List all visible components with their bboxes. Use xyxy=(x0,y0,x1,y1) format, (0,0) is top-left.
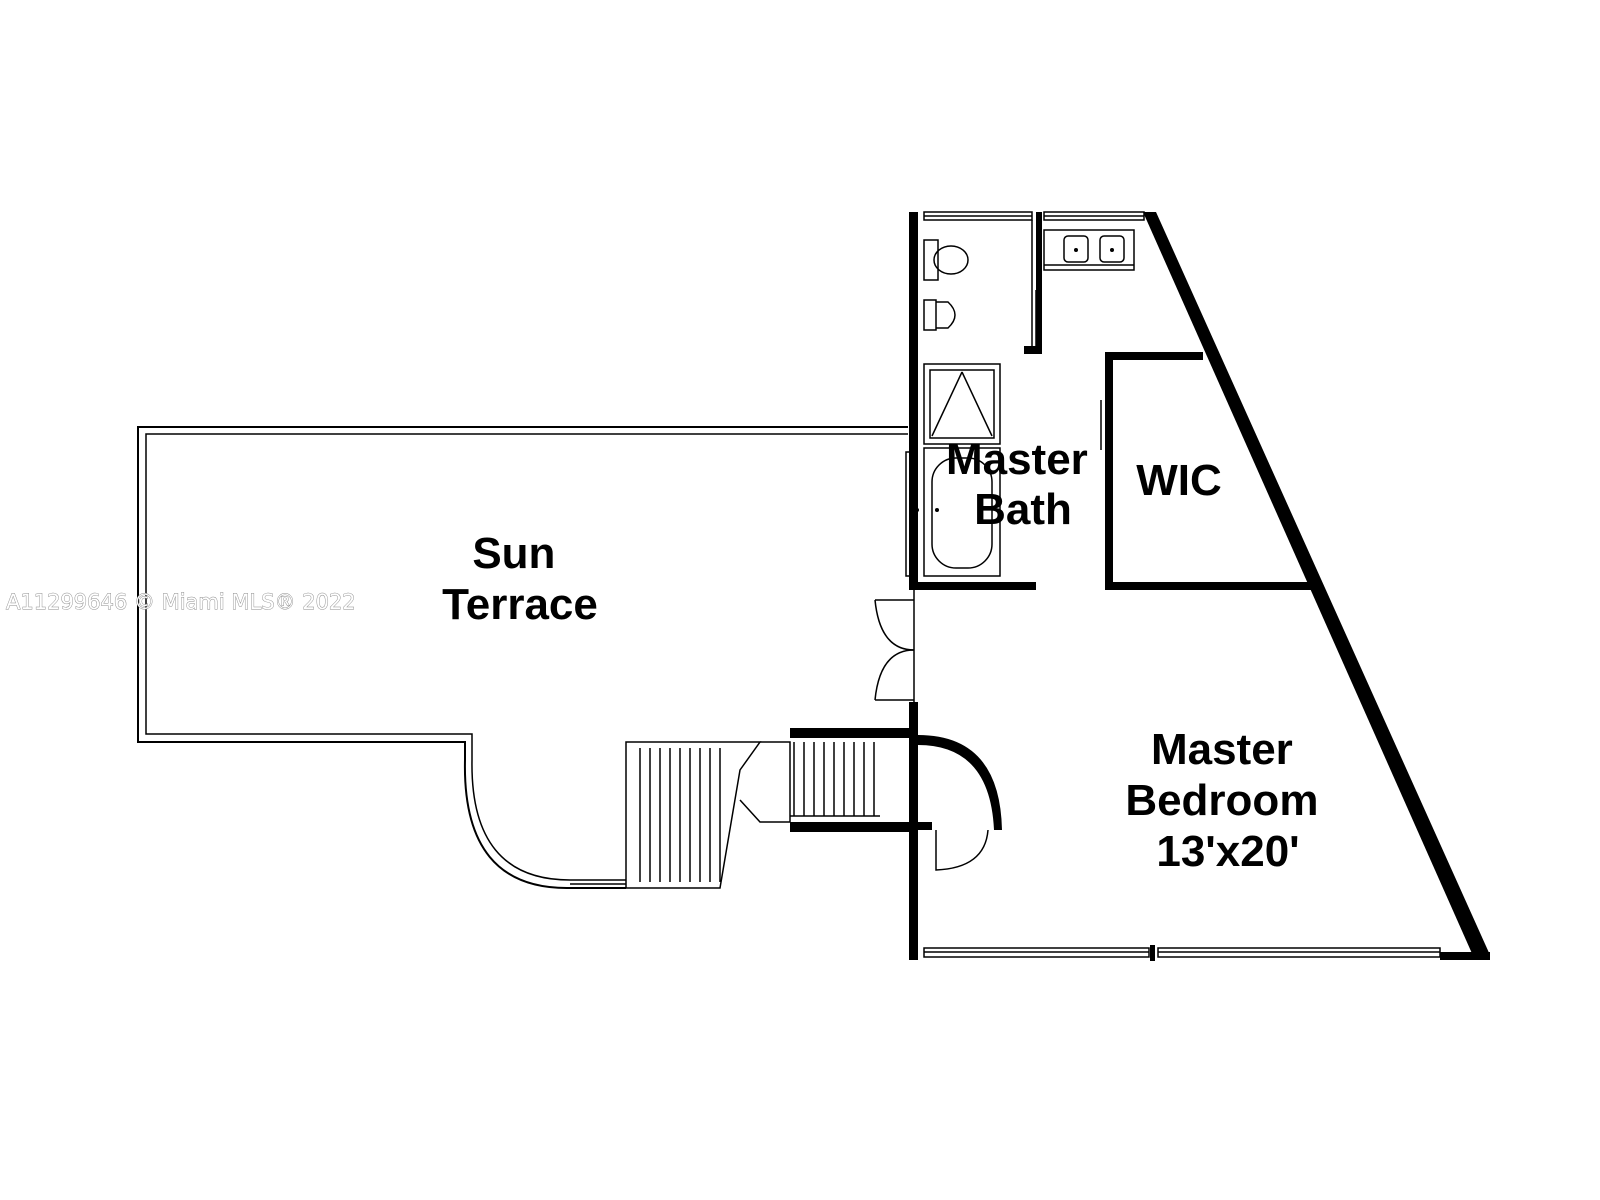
bottom-windows xyxy=(923,947,1441,958)
wic-door xyxy=(1100,400,1108,450)
top-windows xyxy=(923,211,1145,221)
master-bedroom-label: Master Bedroom 13'x20' xyxy=(1125,725,1330,876)
sun-terrace-label: Sun Terrace xyxy=(442,529,598,629)
double-sink-vanity-icon xyxy=(1043,229,1135,271)
terrace-double-door xyxy=(874,590,915,705)
sun-terrace-outline xyxy=(137,426,908,890)
toilet-icon xyxy=(923,239,969,281)
bath-partition xyxy=(1031,220,1037,348)
watermark: A11299646 © Miami MLS® 2022 xyxy=(6,590,356,614)
staircase xyxy=(625,741,880,889)
master-bath-label: Master Bath xyxy=(946,435,1100,534)
bathtub-icon xyxy=(915,447,1001,577)
bidet-icon xyxy=(923,299,956,331)
exterior-walls xyxy=(790,212,1490,961)
stair-treads xyxy=(639,748,721,882)
bath-side-window xyxy=(905,451,913,577)
curved-closet xyxy=(918,735,1002,871)
stair-treads-upper xyxy=(793,742,875,816)
wic-label: WIC xyxy=(1136,456,1222,505)
shower-icon xyxy=(923,363,1001,445)
